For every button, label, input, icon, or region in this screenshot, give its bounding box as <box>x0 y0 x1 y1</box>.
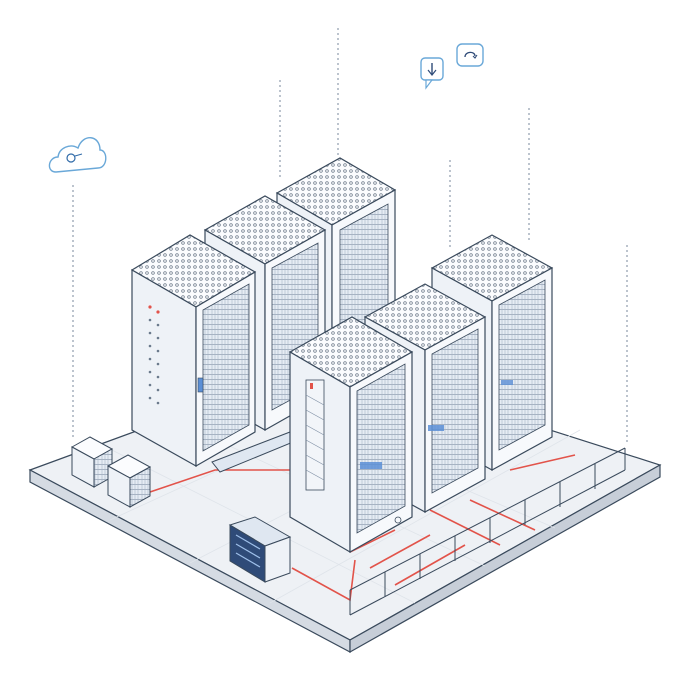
storage-unit-2 <box>106 454 152 508</box>
guide-lines <box>72 28 628 445</box>
cloud-icon <box>48 137 107 173</box>
download-icon <box>420 57 444 90</box>
chat-refresh-icon <box>456 43 484 67</box>
server-rack-front-center <box>288 316 414 554</box>
server-rack-front-left <box>130 234 257 468</box>
railing <box>349 447 626 616</box>
network-switch <box>228 516 292 583</box>
